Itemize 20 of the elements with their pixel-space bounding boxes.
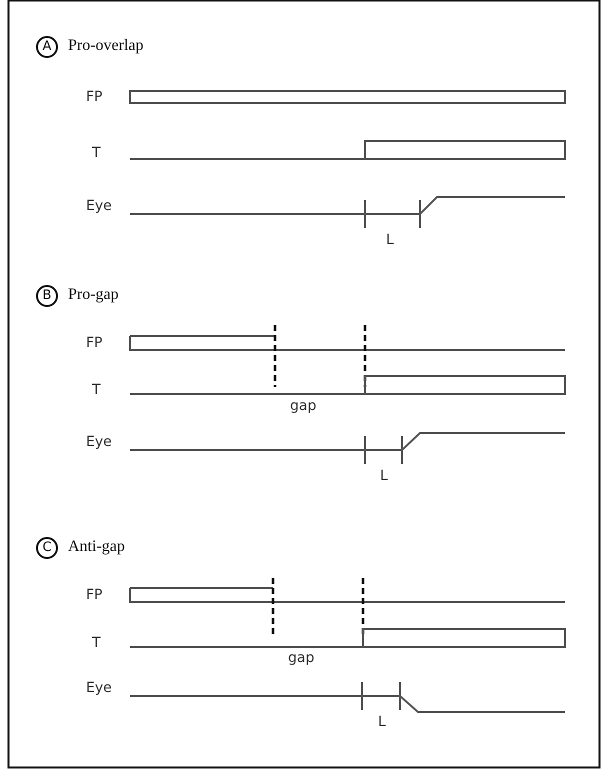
interval-label: gap (288, 650, 314, 666)
interval-label: L (378, 714, 386, 730)
panel-letter: B (36, 285, 58, 307)
signal-name: T (92, 145, 101, 161)
signal-name: Eye (86, 680, 112, 696)
signal-name: T (92, 635, 101, 651)
interval-label: gap (290, 398, 316, 414)
panel-letter: A (36, 36, 58, 58)
signal-name: FP (86, 89, 102, 105)
signal-name: FP (86, 587, 102, 603)
signal-name: Eye (86, 198, 112, 214)
signal-name: FP (86, 335, 102, 351)
panel-title: Pro-gap (68, 286, 119, 304)
signal-name: Eye (86, 434, 112, 450)
panel-title: Pro-overlap (68, 37, 144, 55)
signal-name: T (92, 382, 101, 398)
panel-title: Anti-gap (68, 538, 125, 556)
interval-label: L (380, 468, 388, 484)
panel-letter: C (36, 537, 58, 559)
interval-label: L (386, 232, 394, 248)
